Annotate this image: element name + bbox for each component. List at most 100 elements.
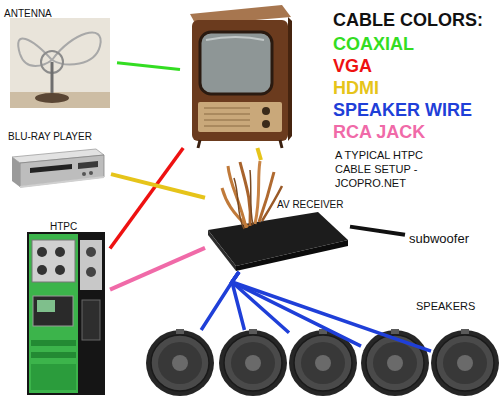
tv-node: [180, 3, 292, 148]
tv-leg: [280, 140, 282, 148]
side-panel: [80, 240, 102, 290]
speaker-wire: [232, 272, 361, 346]
dial: [86, 267, 96, 277]
player-shadow: [20, 177, 104, 187]
legend-entry: COAXIAL: [333, 33, 414, 55]
legend-text: HDMI: [333, 78, 379, 98]
antenna-loop: [52, 32, 101, 64]
legend-text: COAXIAL: [333, 34, 414, 54]
htpc-panel: [29, 234, 78, 393]
node-label: BLU-RAY PLAYER: [8, 131, 92, 142]
disc-slot: [30, 164, 72, 173]
speaker-surround: [366, 335, 424, 391]
copper-wire: [234, 178, 244, 229]
speaker-surround: [436, 335, 494, 391]
dial: [86, 247, 96, 257]
speaker-terminal: [176, 329, 184, 334]
tv-screen: [200, 32, 272, 94]
speaker-illustration: [146, 329, 214, 396]
speaker-surround: [224, 335, 282, 391]
speaker-dome: [172, 355, 188, 371]
antenna-node: ANTENNA: [2, 4, 117, 109]
tv-leg: [198, 140, 200, 148]
speaker-cone: [373, 342, 417, 384]
tv-cabinet: [192, 20, 288, 141]
speaker-node: [361, 330, 429, 396]
dial: [55, 265, 65, 275]
grille-line: [204, 108, 250, 109]
htpc-screen: [33, 296, 73, 326]
player-display: [78, 161, 98, 169]
tv-side: [288, 17, 292, 141]
tv-illustration: [190, 5, 292, 148]
receiver-side: [208, 230, 236, 271]
dial: [37, 247, 47, 257]
antenna-base: [35, 93, 69, 103]
legend-text: RCA JACK: [333, 122, 425, 142]
player-side: [12, 157, 20, 187]
speaker-terminal: [461, 329, 469, 334]
legend-text: VGA: [333, 56, 372, 76]
speaker-node: [146, 330, 214, 396]
receiver-illustration: [208, 161, 348, 271]
player-button: [82, 172, 86, 176]
legend-text: SPEAKER WIRE: [333, 100, 472, 120]
group-label: SPEAKERS: [416, 300, 475, 313]
copper-wire: [222, 188, 248, 227]
node-label: HTPC: [50, 221, 77, 232]
speaker-surround: [151, 335, 209, 391]
player-front: [20, 155, 104, 187]
speaker-frame: [431, 330, 499, 396]
speaker-frame: [146, 330, 214, 396]
tv-panel: [198, 102, 282, 132]
speaker-cone: [443, 342, 487, 384]
htpc-node: HTPC: [22, 220, 110, 398]
subwoofer-node: subwoofer: [405, 231, 477, 249]
node-label: ANTENNA: [4, 8, 52, 19]
credit-note: A TYPICAL HTPC CABLE SETUP - JCOPRO.NET: [335, 148, 440, 190]
dial: [55, 247, 65, 257]
tv-knob: [262, 107, 270, 115]
dial: [37, 265, 47, 275]
speaker-illustration: [219, 329, 287, 396]
bluray-node: BLU-RAY PLAYER: [6, 130, 111, 192]
grille-line: [204, 114, 250, 115]
grille-line: [204, 126, 250, 127]
receiver-front: [236, 240, 348, 271]
speaker-cone: [158, 342, 202, 384]
speaker-node: [431, 330, 499, 396]
legend-heading: CABLE COLORS:: [333, 9, 483, 31]
speaker-terminal: [249, 329, 257, 334]
player-button: [89, 171, 93, 175]
vga-cable: [110, 148, 183, 249]
copper-wire: [240, 162, 250, 226]
coaxial-cable: [117, 63, 180, 70]
photo-background: [10, 18, 110, 108]
screen-glow: [37, 300, 55, 312]
copper-wire: [250, 170, 253, 225]
tape-slot: [82, 300, 100, 340]
speaker-dome: [387, 355, 403, 371]
receiver-node: AV RECEIVER: [205, 160, 350, 272]
speaker-dome: [315, 355, 331, 371]
table-top: [10, 92, 110, 108]
panel-stripe: [31, 340, 76, 346]
screen-glare: [206, 37, 264, 40]
speaker-node: [289, 330, 357, 396]
subwoofer-cable: [350, 227, 405, 235]
antenna-illustration: [10, 18, 110, 108]
hdmi-cable: [257, 148, 261, 160]
speaker-dome: [457, 355, 473, 371]
node-label: subwoofer: [409, 232, 469, 246]
htpc-frame: [27, 232, 105, 395]
speaker-wire: [232, 272, 431, 351]
antenna-mast: [51, 62, 54, 96]
legend-entry: SPEAKER WIRE: [333, 99, 472, 121]
speaker-node: [219, 330, 287, 396]
speaker-cone: [301, 342, 345, 384]
rca-cable: [110, 248, 205, 290]
legend-entry: VGA: [333, 55, 372, 77]
